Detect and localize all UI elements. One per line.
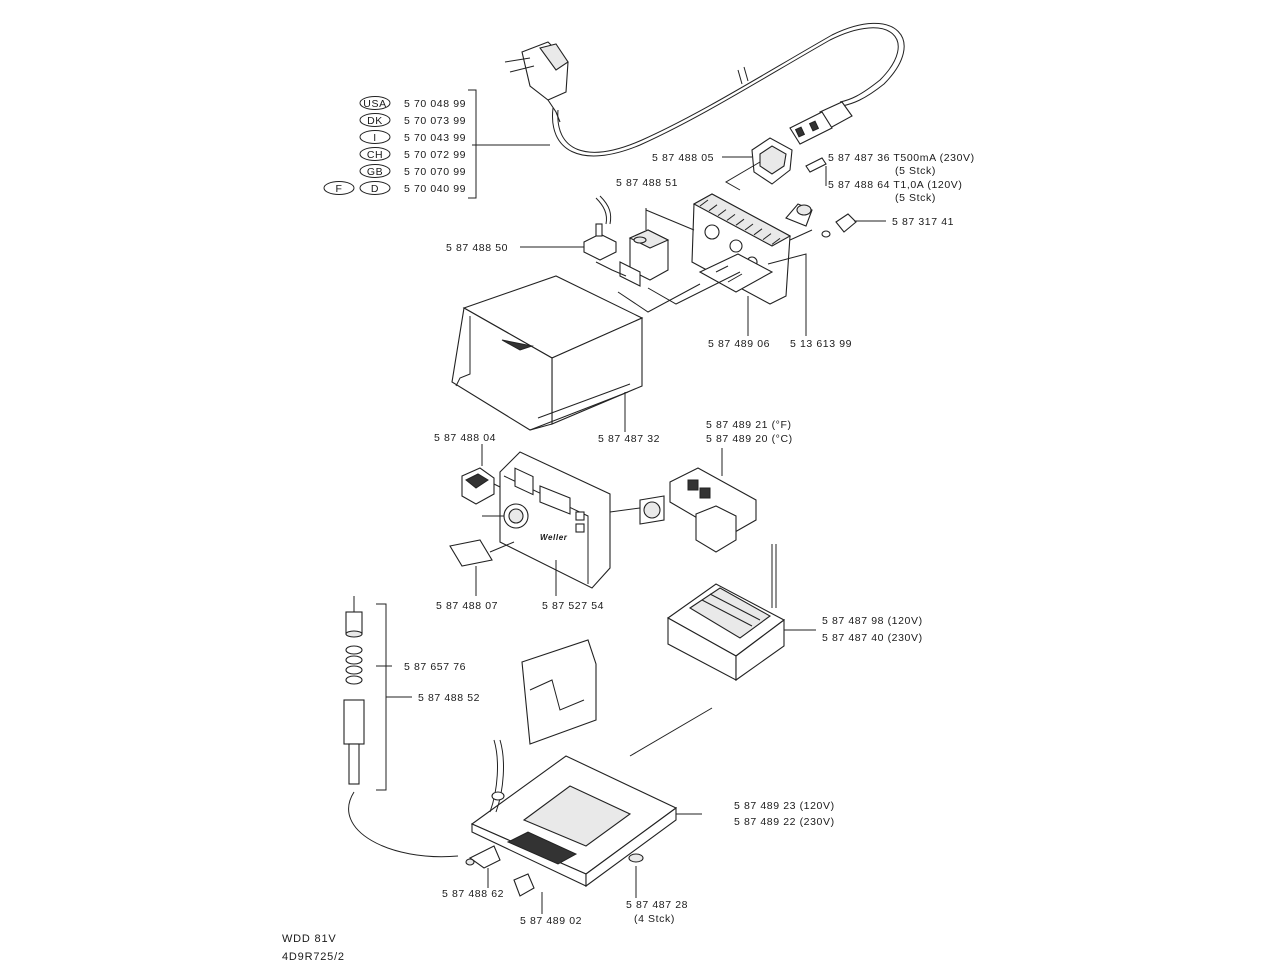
country-badge-d [359,181,391,195]
label-cover: 5 87 487 32 [598,433,660,445]
heatsink-rib [744,223,754,231]
fuse [805,157,827,186]
display-cover [449,539,515,596]
rubber-foot [628,853,644,898]
label-rear-panel: 5 13 613 99 [790,338,852,350]
part-cord-ch: 5 70 072 99 [404,149,466,161]
label-fuse-120v: 5 87 488 64 T1,0A (120V) [828,179,962,191]
country-badge-i [359,130,391,144]
label-heater: 5 87 488 52 [418,692,480,704]
iec-connector [789,101,853,145]
label-fuse-230v-qty: (5 Stck) [895,165,936,177]
heatsink-rib [708,204,718,212]
label-base-120v: 5 87 489 23 (120V) [734,800,835,812]
label-display-cover: 5 87 488 07 [436,600,498,612]
heatsink-rib [726,213,736,221]
heatsink-rib [699,199,709,207]
cord-variant-list: USA 5 70 048 99 DK 5 70 073 99 I 5 70 04… [323,96,466,195]
country-i: I [373,132,377,144]
country-badge-ch [359,147,391,161]
heatsink-rib [762,233,772,241]
country-badge-f [323,181,355,195]
country-d: D [371,183,379,195]
connector-block [520,195,627,277]
heatsink-rib [753,228,763,236]
heatsink-rib [717,209,727,217]
label-valve: 5 87 488 51 [616,177,678,189]
front-panel: Weller [482,451,611,596]
label-base-230v: 5 87 489 22 (230V) [734,816,835,828]
label-transformer-120v: 5 87 487 98 (120V) [822,615,923,627]
transformer [666,544,816,682]
heatsink-rib [771,237,781,245]
country-usa: USA [363,98,386,110]
base-tray [470,707,713,888]
country-badge-dk [359,113,391,127]
label-connector-block: 5 87 488 50 [446,242,508,254]
country-ch: CH [367,149,383,161]
label-elbow: 5 87 488 62 [442,888,504,900]
label-switch: 5 87 488 04 [434,432,496,444]
power-socket [722,137,793,185]
country-dk: DK [367,115,383,127]
power-cord [472,22,905,157]
label-foot-qty: (4 Stck) [634,913,675,925]
part-cord-dk: 5 70 073 99 [404,115,466,127]
label-transformer-230v: 5 87 487 40 (230V) [822,632,923,644]
solenoid-valve [619,208,670,287]
part-cord-d: 5 70 040 99 [404,183,466,195]
label-rear-pcb: 5 87 489 06 [708,338,770,350]
rear-panel-housing [691,161,886,305]
cable-grommet [513,873,543,914]
heatsink-rib [735,218,745,226]
label-fuse-120v-qty: (5 Stck) [895,192,936,204]
housing-cover [451,275,644,432]
part-cord-usa: 5 70 048 99 [404,98,466,110]
label-seals: 5 87 657 76 [404,661,466,673]
country-f: F [335,183,342,195]
label-control-pcb-f: 5 87 489 21 (°F) [706,419,792,431]
model-name: WDD 81V [282,933,337,945]
rear-pcb [647,253,774,305]
brand-logo: Weller [540,533,568,542]
country-badge-gb [359,164,391,178]
country-badge-usa [359,96,391,110]
label-socket: 5 87 488 05 [652,152,714,164]
insulation-shield [521,639,597,745]
part-cord-i: 5 70 043 99 [404,132,466,144]
label-cap: 5 87 317 41 [892,216,954,228]
heater-assembly [343,596,459,858]
part-labels: 5 87 488 05 5 87 487 36 T500mA (230V) (5… [404,152,975,927]
label-grommet: 5 87 489 02 [520,915,582,927]
label-front-panel: 5 87 527 54 [542,600,604,612]
power-switch [461,444,507,505]
part-cord-gb: 5 70 070 99 [404,166,466,178]
mains-plug [504,41,569,123]
document-code: 4D9R725/2 [282,951,345,963]
label-fuse-230v: 5 87 487 36 T500mA (230V) [828,152,975,164]
country-gb: GB [367,166,383,178]
control-pcb [609,448,757,553]
label-control-pcb-c: 5 87 489 20 (°C) [706,433,793,445]
variant-bracket [468,89,477,199]
label-foot: 5 87 487 28 [626,899,688,911]
elbow-fitting [465,845,501,888]
